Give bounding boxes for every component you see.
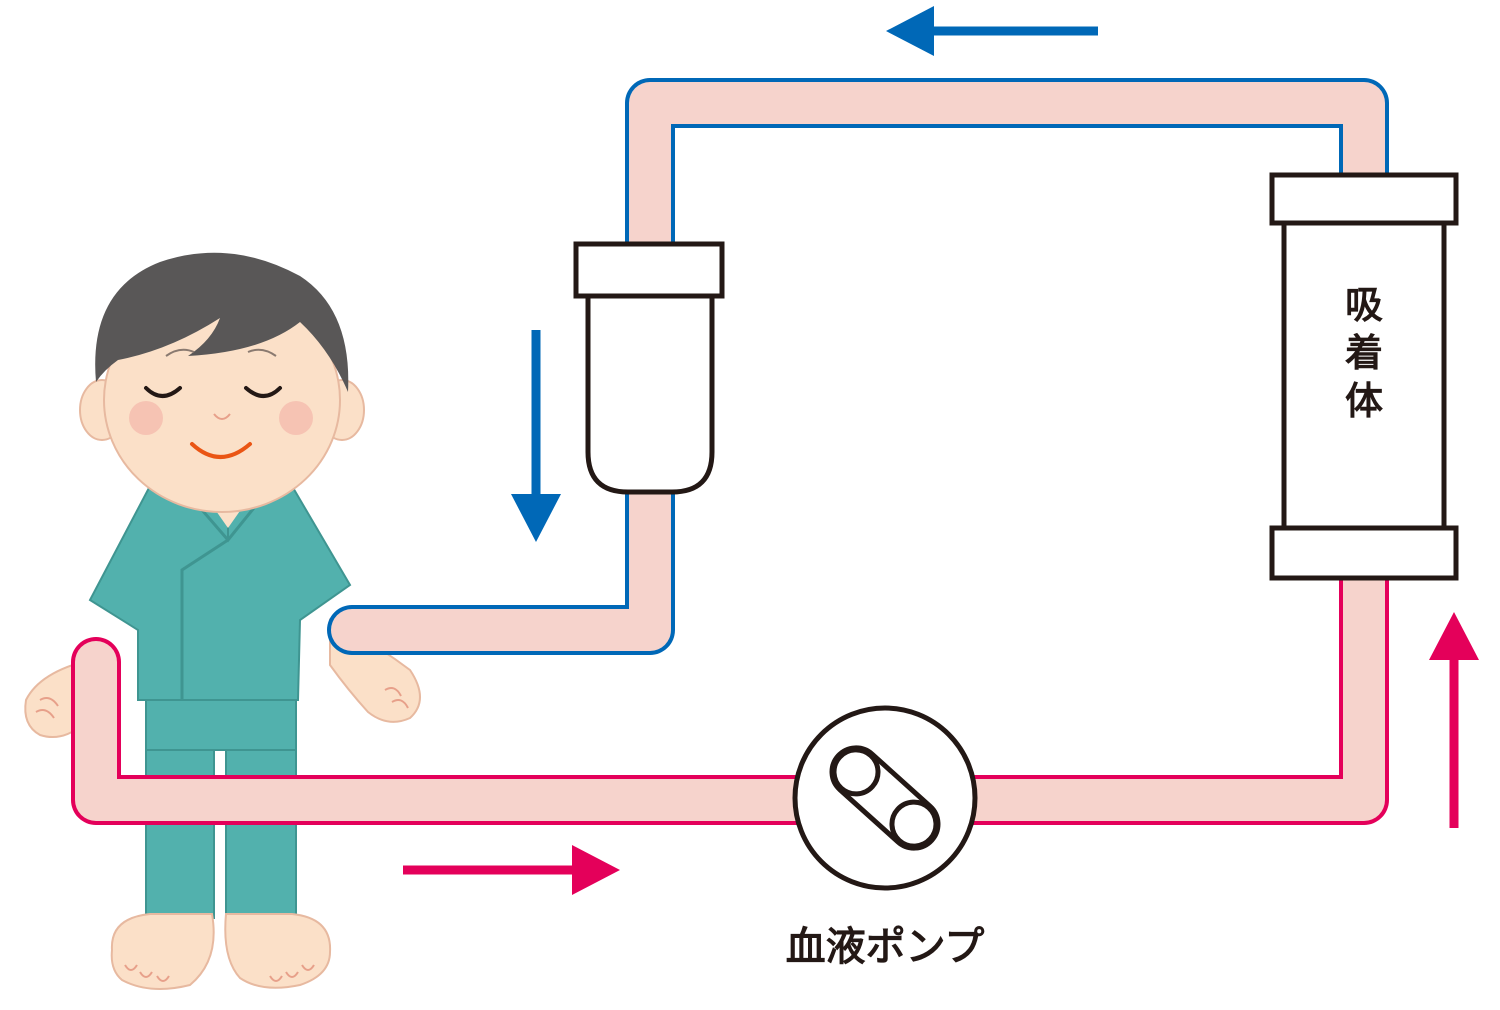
adsorber-label-char: 吸 [1345,283,1383,327]
patient-feet [110,913,332,990]
patient-hair [95,252,349,392]
adsorber-label-char: 体 [1345,379,1383,423]
blood-pump-icon [792,705,978,891]
patient-shirt [88,485,352,701]
flow-arrow-right [403,845,620,895]
flow-arrow-top-left [886,6,1098,56]
flow-arrow-up [1429,612,1479,828]
adsorber-column-icon [1269,172,1459,581]
drip-chamber-icon [573,241,725,495]
arterial-tube-line [71,553,1389,825]
pump-label: 血液ポンプ [786,924,985,970]
adsorber-label: 吸着体 [1345,283,1383,423]
venous-tube-line [327,78,1389,655]
adsorber-label-char: 着 [1345,331,1383,375]
patient-head [79,252,365,513]
flow-arrow-down [511,330,561,542]
